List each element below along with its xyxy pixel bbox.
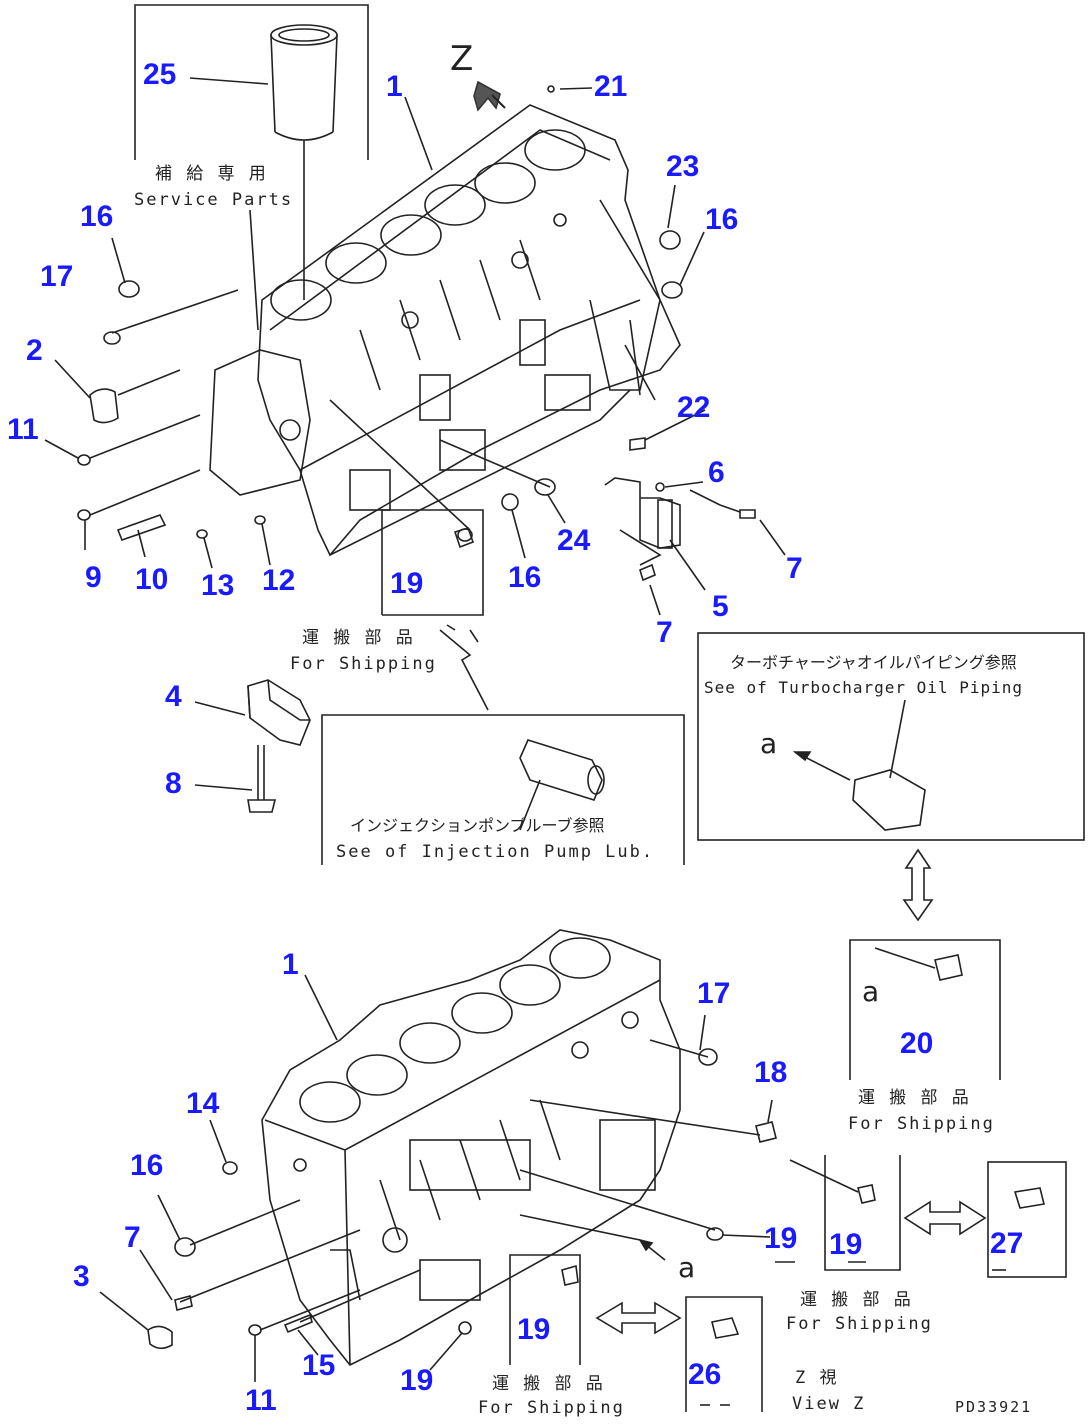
- callout-24: 24: [557, 524, 591, 557]
- shipping-upper-en: For Shipping: [290, 654, 437, 674]
- arrow-label-a-box: a: [862, 975, 880, 1008]
- callout-13: 13: [201, 569, 235, 602]
- bracket-4: [194, 679, 311, 813]
- callout-16-c: 16: [508, 561, 542, 594]
- shipping-box-19-bottom: [509, 1254, 763, 1412]
- callout-14: 14: [186, 1087, 220, 1120]
- service-parts-jp: 補 給 専 用: [155, 164, 268, 184]
- callout-5: 5: [712, 590, 729, 623]
- callout-18: 18: [754, 1056, 788, 1089]
- shipping-right-jp: 運 搬 部 品: [800, 1290, 913, 1310]
- callout-1-lower: 1: [282, 948, 299, 981]
- view-z-en: View Z: [792, 1394, 866, 1414]
- callout-22: 22: [677, 391, 711, 424]
- shipping-bottom-jp: 運 搬 部 品: [492, 1374, 605, 1394]
- callout-11-upper: 11: [7, 413, 39, 446]
- service-parts-en: Service Parts: [134, 190, 294, 210]
- drawing-code: PD33921: [955, 1398, 1033, 1416]
- callout-27: 27: [990, 1227, 1024, 1260]
- shipping-20-en: For Shipping: [848, 1114, 995, 1134]
- callout-16-b: 16: [80, 200, 114, 233]
- shipping-right-en: For Shipping: [786, 1314, 933, 1334]
- callout-19-upper: 19: [390, 567, 424, 600]
- callout-11-lower: 11: [245, 1384, 277, 1417]
- callout-17-upper: 17: [40, 260, 74, 293]
- cylinder-block-lower: [99, 929, 777, 1382]
- callout-12: 12: [262, 564, 296, 597]
- cylinder-block-upper: [44, 85, 706, 569]
- shipping-bottom-en: For Shipping: [478, 1398, 625, 1418]
- callout-26: 26: [688, 1358, 722, 1391]
- shipping-box-upper: [381, 509, 489, 711]
- arrow-label-a-turbo: a: [760, 727, 778, 760]
- callout-20: 20: [900, 1027, 934, 1060]
- callout-19-bottom-box: 19: [517, 1313, 551, 1346]
- turbo-note-en: See of Turbocharger Oil Piping: [704, 678, 1023, 697]
- callout-15: 15: [302, 1349, 336, 1382]
- shipping-box-20: [849, 939, 1001, 1080]
- callout-21: 21: [594, 70, 628, 103]
- callout-19-bottom-left: 19: [400, 1364, 434, 1397]
- callout-16-a: 16: [705, 203, 739, 236]
- callout-7-c: 7: [124, 1221, 141, 1254]
- underline-marks: [700, 1261, 1006, 1406]
- callout-23: 23: [666, 150, 700, 183]
- service-parts-bracket: [134, 4, 369, 331]
- bracket-assembly: [604, 477, 786, 616]
- callout-6: 6: [708, 456, 725, 489]
- injection-note-jp: インジェクションポンプルーブ参照: [350, 816, 605, 835]
- view-z-label: Z: [450, 39, 474, 79]
- callout-19-right-box: 19: [829, 1228, 863, 1261]
- callout-25: 25: [143, 58, 177, 91]
- view-z-arrow: [473, 80, 506, 112]
- turbo-note-jp: ターボチャージャオイルパイピング参照: [730, 653, 1017, 672]
- callout-1-upper: 1: [386, 70, 403, 103]
- callout-19-right: 19: [764, 1222, 798, 1255]
- callout-8: 8: [165, 767, 182, 800]
- callout-16-d: 16: [130, 1149, 164, 1182]
- injection-pump-box: [321, 714, 685, 865]
- callout-9: 9: [85, 561, 102, 594]
- shipping-box-19-right: [789, 1155, 1067, 1278]
- callout-3: 3: [73, 1260, 90, 1293]
- injection-note-en: See of Injection Pump Lub.: [336, 842, 655, 862]
- shipping-20-jp: 運 搬 部 品: [858, 1088, 971, 1108]
- callout-2: 2: [26, 334, 43, 367]
- callout-17-lower: 17: [697, 977, 731, 1010]
- callout-4: 4: [165, 680, 182, 713]
- shipping-upper-jp: 運 搬 部 品: [302, 628, 415, 648]
- arrow-label-a-lower: a: [678, 1251, 696, 1284]
- turbocharger-box: [697, 632, 1085, 922]
- view-z-jp: Z 視: [795, 1368, 839, 1388]
- callout-7-b: 7: [656, 616, 673, 649]
- callout-10: 10: [135, 563, 169, 596]
- callout-7-a: 7: [786, 552, 803, 585]
